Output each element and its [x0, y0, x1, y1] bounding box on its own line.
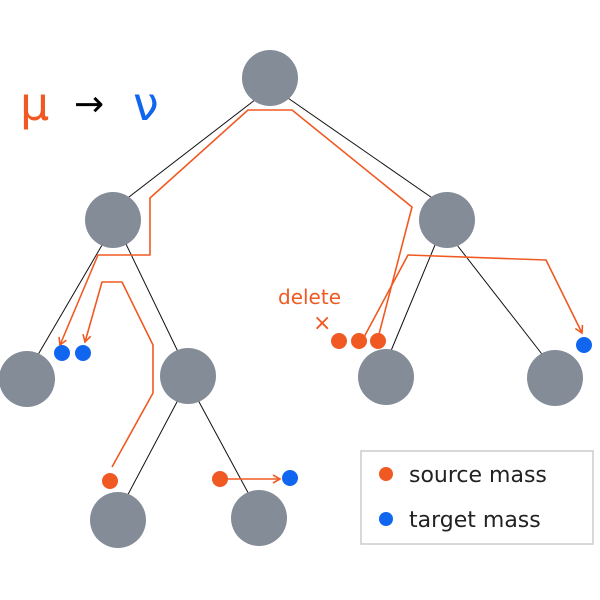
tree-node-right	[419, 192, 475, 248]
tree-node-left	[85, 192, 141, 248]
title-nu: ν	[133, 77, 159, 131]
title-arrow: →	[74, 84, 104, 125]
source-mass-dot	[212, 471, 228, 487]
legend-label-target: target mass	[409, 508, 541, 533]
tree-node-root	[242, 50, 298, 106]
delete-label: delete	[278, 285, 341, 309]
source-mass-dot-deleted	[331, 333, 347, 349]
source-mass-dot	[370, 333, 386, 349]
edge-right-leaf-right	[456, 244, 546, 359]
edge-mid-bottomright	[197, 399, 253, 501]
delete-mark: ×	[313, 311, 331, 336]
target-mass-dot	[54, 345, 70, 361]
legend-swatch-source	[379, 467, 393, 481]
transport-path-right-to-left	[58, 109, 413, 347]
edge-root-right	[284, 95, 439, 203]
title-formula: μ → ν	[20, 77, 159, 131]
legend-label-source: source mass	[409, 463, 547, 488]
edge-root-left	[124, 95, 261, 201]
tree-nodes	[0, 50, 583, 548]
tree-node-mid	[160, 348, 216, 404]
title-mu: μ	[20, 77, 49, 131]
target-mass-dot	[576, 337, 592, 353]
source-mass-dot	[351, 333, 367, 349]
tree-node-bottom-right	[231, 490, 287, 546]
tree-node-bottom-left	[90, 492, 146, 548]
tree-node-right-leaf-right	[527, 350, 583, 406]
target-mass-dot	[75, 345, 91, 361]
delete-annotation: delete ×	[278, 285, 341, 336]
target-mass-dot	[282, 470, 298, 486]
edge-left-leaf	[31, 239, 106, 366]
tree-edges	[31, 95, 546, 503]
tree-node-leaf-far-left	[0, 351, 55, 407]
legend: source mass target mass	[360, 450, 594, 545]
source-mass-dot	[102, 473, 118, 489]
mass-dots	[54, 333, 592, 489]
edge-mid-bottomleft	[123, 399, 179, 503]
legend-swatch-target	[379, 512, 393, 526]
edge-left-mid	[124, 241, 183, 361]
tree-node-right-leaf-left	[358, 349, 414, 405]
transport-path-mid-to-left	[82, 281, 154, 468]
legend-box	[360, 450, 594, 545]
transport-paths	[58, 109, 584, 484]
transport-path-right-cross	[362, 254, 584, 340]
edge-right-leaf-left	[387, 244, 436, 359]
